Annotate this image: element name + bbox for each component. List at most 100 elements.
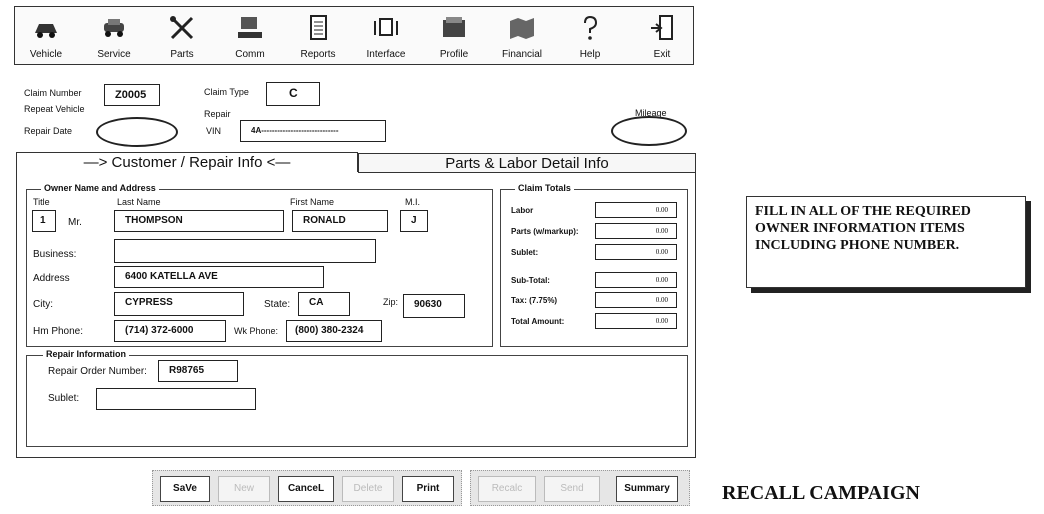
toolbar-label: Reports [300,49,336,60]
toolbar-label: Profile [439,49,469,60]
owner-group-title: Owner Name and Address [41,183,159,193]
toolbar-help-button[interactable]: Help [563,7,617,64]
parts-markup-value: 0.00 [595,223,677,239]
repair-information-group: Repair Information [26,349,688,447]
delete-button[interactable]: Delete [342,476,394,502]
repair-group-title: Repair Information [43,349,130,359]
tax-label: Tax: (7.75%) [511,296,558,305]
repair-label: Repair [204,109,231,119]
title-code-field[interactable]: 1 [32,210,56,232]
business-field[interactable] [114,239,376,263]
vin-label: VIN [206,126,222,136]
toolbar-interface-button[interactable]: Interface [359,7,413,64]
total-amount-label: Total Amount: [511,317,565,326]
title-text: Mr. [68,217,82,228]
vin-field[interactable]: 4A----------------------------- [240,120,386,142]
business-label: Business: [33,249,77,260]
computer-icon [238,17,262,38]
instruction-note: FILL IN ALL OF THE REQUIRED OWNER INFORM… [746,196,1026,288]
claim-type-field[interactable]: C [266,82,320,106]
toolbar-comm-button[interactable]: Comm [223,7,277,64]
map-icon [510,18,534,39]
state-label: State: [264,299,291,310]
report-icon [310,15,327,40]
last-name-field[interactable]: THOMPSON [114,210,284,232]
toolbar-label: Help [579,49,601,60]
tools-icon [170,16,194,40]
city-label: City: [33,299,53,310]
tab-panel [16,170,696,458]
sublet-label: Sublet: [48,393,80,404]
toolbar-profile-button[interactable]: Profile [427,7,481,64]
total-amount-value: 0.00 [595,313,677,329]
mi-field[interactable]: J [400,210,428,232]
mi-label: M.I. [405,197,420,207]
service-car-icon [104,19,124,37]
new-button[interactable]: New [218,476,270,502]
toolbar-vehicle-button[interactable]: Vehicle [19,7,73,64]
sublet-field[interactable] [96,388,256,410]
toolbar-label: Parts [170,49,194,60]
toolbar-label: Interface [366,49,406,60]
question-icon [584,15,598,40]
last-name-label: Last Name [117,197,161,207]
main-toolbar: Vehicle Service Parts Comm Reports Inter… [14,6,694,65]
mileage-label: Mileage [635,108,667,118]
tab-customer-repair-info[interactable]: —> Customer / Repair Info <— [16,152,358,172]
send-button[interactable]: Send [544,476,600,502]
hm-phone-field[interactable]: (714) 372-6000 [114,320,226,342]
repair-order-field[interactable]: R98765 [158,360,238,382]
parts-markup-label: Parts (w/markup): [511,227,579,236]
claim-number-field[interactable]: Z0005 [104,84,160,106]
repair-order-label: Repair Order Number: [48,366,147,377]
toolbar-label: Comm [235,49,265,60]
labor-label: Labor [511,206,534,215]
repair-date-field[interactable] [96,117,178,147]
toolbar-financial-button[interactable]: Financial [495,7,549,64]
zip-label: Zip: [383,297,399,307]
tab-parts-labor-detail[interactable]: Parts & Labor Detail Info [358,153,696,173]
exit-door-icon [651,15,673,40]
first-name-label: First Name [290,197,335,207]
hm-phone-label: Hm Phone: [33,326,84,337]
summary-button[interactable]: Summary [616,476,678,502]
toolbar-label: Service [97,49,131,60]
toolbar-parts-button[interactable]: Parts [155,7,209,64]
tax-value: 0.00 [595,292,677,308]
mileage-field[interactable] [611,116,687,146]
title-label: Title [33,197,50,207]
zip-field[interactable]: 90630 [403,294,465,318]
toolbar-label: Financial [501,49,543,60]
toolbar-label: Exit [653,49,671,60]
profile-icon [443,17,465,37]
repair-date-label: Repair Date [24,126,73,136]
page-caption: RECALL CAMPAIGN [722,482,920,504]
interface-icon [374,18,398,36]
sublet-total-value: 0.00 [595,244,677,260]
repeat-vehicle-label: Repeat Vehicle [24,104,85,114]
state-field[interactable]: CA [298,292,350,316]
toolbar-exit-button[interactable]: Exit [635,7,689,64]
claim-type-label: Claim Type [204,87,249,97]
toolbar-service-button[interactable]: Service [87,7,141,64]
wk-phone-field[interactable]: (800) 380-2324 [286,320,382,342]
recalc-button[interactable]: Recalc [478,476,536,502]
toolbar-label: Vehicle [29,49,63,60]
save-button[interactable]: SaVe [160,476,210,502]
city-field[interactable]: CYPRESS [114,292,244,316]
toolbar-reports-button[interactable]: Reports [291,7,345,64]
claim-totals-title: Claim Totals [515,183,574,193]
claim-number-label: Claim Number [24,88,82,98]
first-name-field[interactable]: RONALD [292,210,388,232]
print-button[interactable]: Print [402,476,454,502]
wk-phone-label: Wk Phone: [234,326,279,336]
car-icon [35,24,57,38]
subtotal-label: Sub-Total: [511,276,550,285]
owner-name-address-group: Owner Name and Address [26,183,493,347]
claim-totals-group: Claim Totals Labor 0.00 Parts (w/markup)… [500,183,688,347]
cancel-button[interactable]: CanceL [278,476,334,502]
sublet-total-label: Sublet: [511,248,539,257]
labor-value: 0.00 [595,202,677,218]
address-label: Address [33,273,70,284]
address-field[interactable]: 6400 KATELLA AVE [114,266,324,288]
